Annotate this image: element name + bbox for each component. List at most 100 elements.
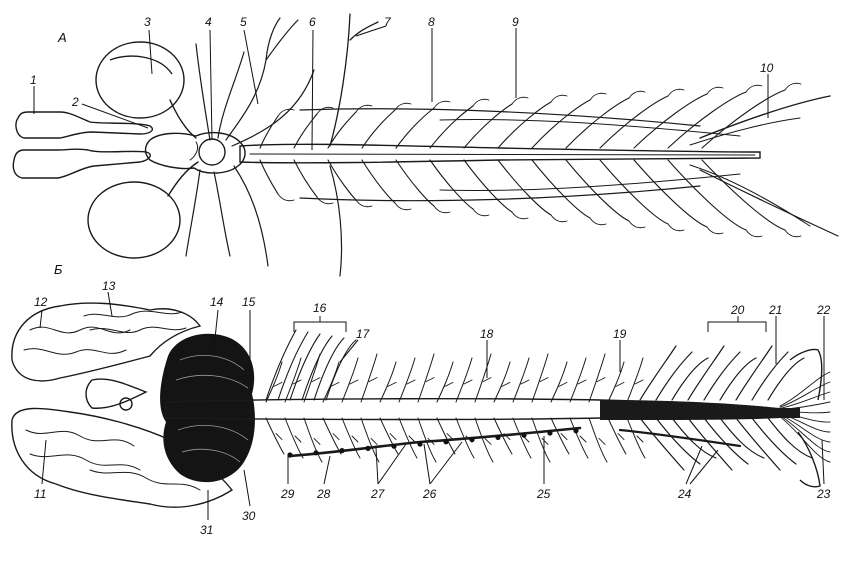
spinal-nerve bbox=[671, 357, 709, 401]
spinal-nerve bbox=[628, 90, 646, 99]
spinal-nerve bbox=[463, 159, 513, 213]
spinal-nerve bbox=[579, 435, 587, 443]
spinal-nerve bbox=[493, 361, 511, 403]
spinal-nerve bbox=[389, 433, 397, 441]
cerebral-hemisphere-upper bbox=[11, 302, 202, 382]
spinal-nerve bbox=[349, 379, 359, 385]
spinal-nerve bbox=[351, 435, 359, 443]
sympathetic-ganglion bbox=[365, 445, 371, 451]
spinal-nerve bbox=[634, 379, 644, 385]
spinal-nerve bbox=[539, 377, 549, 383]
label-8: 8 bbox=[428, 15, 435, 29]
spinal-nerve bbox=[299, 108, 701, 127]
spinal-nerve bbox=[444, 381, 454, 387]
spinal-nerve bbox=[767, 357, 805, 401]
spinal-nerve bbox=[569, 357, 587, 403]
spinal-nerve bbox=[284, 357, 302, 403]
brain-anterior bbox=[144, 131, 246, 174]
spinal-nerve bbox=[745, 84, 763, 93]
spinal-nerve bbox=[463, 379, 473, 385]
spinal-nerve bbox=[325, 339, 357, 401]
spinal-nerve bbox=[779, 413, 831, 443]
olfactory-bulb-upper bbox=[15, 111, 154, 139]
spinal-nerve bbox=[607, 417, 627, 455]
spinal-nerve bbox=[436, 361, 454, 403]
spinal-nerve bbox=[599, 95, 669, 149]
spinal-nerve bbox=[784, 229, 802, 238]
label-15: 15 bbox=[242, 295, 256, 309]
sympathetic-ganglion bbox=[391, 443, 397, 449]
spinal-nerve bbox=[541, 437, 549, 445]
spinal-nerve bbox=[395, 107, 435, 149]
sympathetic-ganglion bbox=[313, 450, 319, 456]
spinal-nerve bbox=[275, 433, 283, 441]
spinal-nerve bbox=[472, 208, 490, 217]
spinal-nerve bbox=[406, 379, 416, 385]
spinal-nerve bbox=[719, 417, 765, 459]
sympathetic-ganglion bbox=[495, 434, 501, 440]
spinal-nerve bbox=[719, 357, 757, 401]
spinal-nerve bbox=[427, 437, 435, 445]
spinal-nerve bbox=[703, 351, 741, 401]
spinal-nerve bbox=[703, 417, 749, 465]
spinal-nerve bbox=[667, 88, 685, 97]
spinal-nerve bbox=[379, 417, 399, 455]
spinal-nerve bbox=[779, 381, 831, 408]
sympathetic-ganglion bbox=[287, 452, 293, 458]
spinal-nerve bbox=[784, 82, 802, 91]
spinal-nerve bbox=[589, 92, 607, 101]
spinal-nerve bbox=[512, 357, 530, 403]
spinal-nerve bbox=[588, 353, 606, 403]
spinal-nerve bbox=[408, 435, 416, 443]
spinal-nerve bbox=[639, 417, 685, 471]
cerebral-hemisphere-lower bbox=[11, 407, 234, 508]
spinal-nerve bbox=[259, 115, 279, 149]
spinal-nerve bbox=[259, 159, 279, 195]
spinal-nerve bbox=[327, 111, 357, 149]
spinal-nerve bbox=[379, 361, 397, 403]
leader-lines-b bbox=[39, 291, 825, 520]
spinal-nerve bbox=[446, 433, 454, 441]
spinal-nerve bbox=[313, 337, 345, 401]
label-19: 19 bbox=[613, 327, 627, 341]
label-12: 12 bbox=[34, 295, 48, 309]
label-27: 27 bbox=[370, 487, 386, 501]
spinal-nerve bbox=[316, 106, 334, 115]
spinal-nerve bbox=[779, 371, 831, 407]
label-25: 25 bbox=[536, 487, 551, 501]
cranial-nerves-a bbox=[185, 13, 379, 277]
spinal-nerve bbox=[327, 159, 357, 201]
spinal-nerve bbox=[293, 159, 318, 198]
spinal-nerve bbox=[292, 379, 302, 385]
sympathetic-ganglion bbox=[573, 428, 579, 434]
spinal-nerve bbox=[322, 361, 340, 403]
spinal-nerve bbox=[277, 331, 309, 401]
spinal-nerve bbox=[370, 437, 378, 445]
sympathetic-ganglion bbox=[339, 448, 345, 454]
spinal-nerve bbox=[598, 437, 606, 445]
spinal-nerve bbox=[439, 119, 741, 137]
label-23: 23 bbox=[816, 487, 831, 501]
spinal-nerve bbox=[667, 223, 685, 232]
sympathetic-ganglion bbox=[547, 430, 553, 436]
spinal-nerve bbox=[633, 93, 708, 149]
spinal-nerve bbox=[433, 205, 451, 214]
spinal-nerve bbox=[395, 159, 435, 207]
spinal-nerve bbox=[289, 333, 321, 401]
spinal-nerve bbox=[355, 199, 373, 208]
spinal-nerve bbox=[398, 417, 418, 459]
spinal-nerve bbox=[577, 379, 587, 385]
spinal-nerve bbox=[332, 433, 340, 441]
label-20: 20 bbox=[730, 303, 745, 317]
spinal-nerve bbox=[511, 211, 529, 220]
spinal-nerve bbox=[265, 417, 285, 455]
label-5: 5 bbox=[240, 15, 247, 29]
label-9: 9 bbox=[512, 15, 519, 29]
spinal-nerve bbox=[520, 379, 530, 385]
spinal-nerve bbox=[273, 381, 283, 387]
spinal-nerve bbox=[706, 86, 724, 95]
spinal-nerve bbox=[316, 196, 334, 205]
spinal-nerve bbox=[687, 417, 733, 471]
spinal-nerve bbox=[429, 159, 474, 210]
spinal-nerve bbox=[531, 99, 591, 149]
